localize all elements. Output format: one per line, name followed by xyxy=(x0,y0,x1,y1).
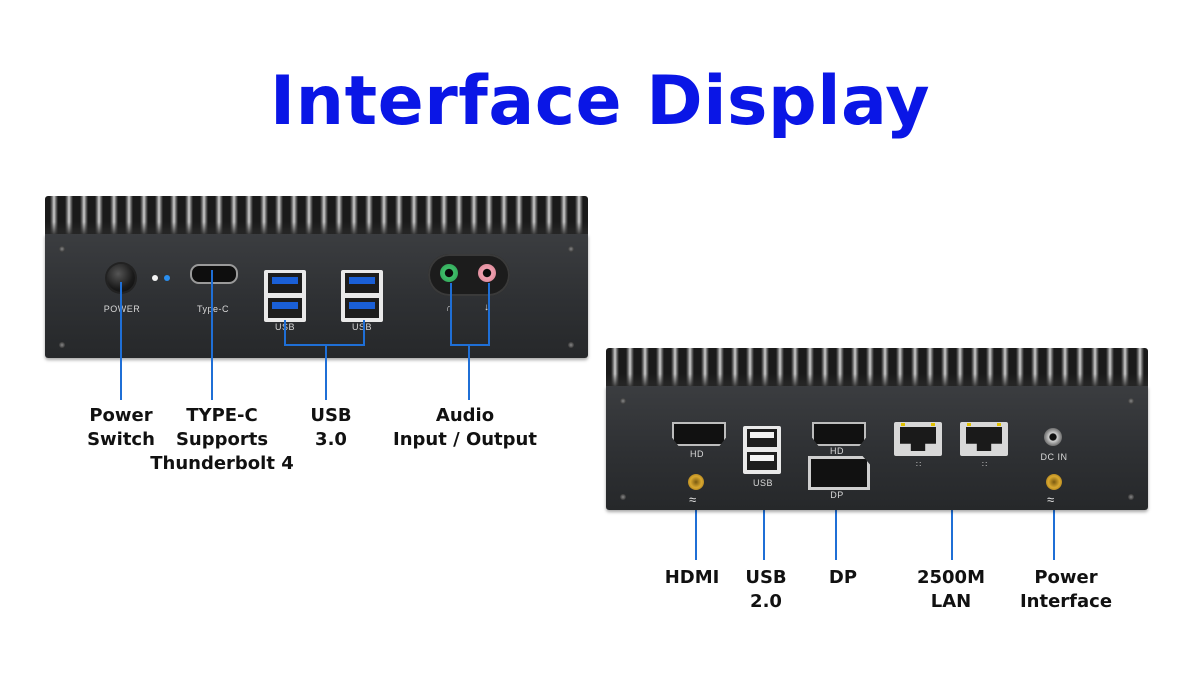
callout-lan: 2500M LAN xyxy=(916,567,985,612)
callout-power-switch: Power Switch xyxy=(87,405,155,450)
wifi-antenna-connector-right[interactable] xyxy=(1046,474,1062,490)
screw xyxy=(620,494,626,500)
microphone-icon: ↓ xyxy=(484,302,489,313)
front-faceplate: POWER Type-C USB USB ∩ ↓ xyxy=(45,234,588,358)
callout-usb2: USB 2.0 xyxy=(745,567,787,612)
screw xyxy=(59,342,65,348)
status-led-blue xyxy=(164,275,170,281)
screw xyxy=(1128,494,1134,500)
hdmi-port-1[interactable] xyxy=(672,422,726,446)
lan-port-1[interactable] xyxy=(894,422,942,456)
hdmi1-label: HD xyxy=(690,449,704,459)
wifi-antenna-icon: ≈ xyxy=(689,492,697,507)
hdmi2-label: HD xyxy=(830,446,844,456)
callout-audio: Audio Input / Output xyxy=(393,405,537,450)
status-led-white xyxy=(152,275,158,281)
usb2-label: USB xyxy=(752,478,773,488)
heatsink-fins xyxy=(45,196,588,236)
heatsink-fins xyxy=(606,348,1148,388)
usb-a-label: USB xyxy=(274,322,295,332)
usb3-port-a[interactable] xyxy=(264,270,306,322)
lan-port-2[interactable] xyxy=(960,422,1008,456)
callout-dp: DP xyxy=(828,567,858,588)
dp-label: DP xyxy=(830,490,844,500)
wifi-antenna-icon: ≈ xyxy=(1047,492,1055,507)
dc-in-jack[interactable] xyxy=(1044,428,1062,446)
wifi-antenna-connector-left[interactable] xyxy=(688,474,704,490)
callout-usb3: USB 3.0 xyxy=(310,405,352,450)
rear-panel: HD ≈ USB HD DP ∷ ∷ DC IN ≈ xyxy=(606,348,1148,510)
screw xyxy=(59,246,65,252)
displayport[interactable] xyxy=(808,456,870,490)
lan-icon: ∷ xyxy=(982,460,988,469)
front-panel: POWER Type-C USB USB ∩ ↓ xyxy=(45,196,588,358)
usb-b-label: USB xyxy=(351,322,372,332)
callout-power-interface: Power Interface xyxy=(1019,567,1113,612)
screw xyxy=(1128,398,1134,404)
lan-icon: ∷ xyxy=(916,460,922,469)
power-button[interactable] xyxy=(107,264,135,292)
page-title: Interface Display xyxy=(269,62,931,141)
power-label: POWER xyxy=(103,304,141,314)
rear-faceplate: HD ≈ USB HD DP ∷ ∷ DC IN ≈ xyxy=(606,386,1148,510)
typec-port[interactable] xyxy=(190,264,238,284)
screw xyxy=(568,246,574,252)
headphone-jack[interactable] xyxy=(440,264,458,282)
screw xyxy=(568,342,574,348)
microphone-jack[interactable] xyxy=(478,264,496,282)
callout-typec: TYPE-C Supports Thunderbolt 4 xyxy=(150,405,294,474)
hdmi-port-2[interactable] xyxy=(812,422,866,446)
usb2-port[interactable] xyxy=(743,426,781,474)
usb3-port-b[interactable] xyxy=(341,270,383,322)
headphone-icon: ∩ xyxy=(446,303,454,314)
audio-port-group xyxy=(428,254,510,296)
callout-hdmi: HDMI xyxy=(664,567,720,588)
screw xyxy=(620,398,626,404)
dcin-label: DC IN xyxy=(1040,452,1068,462)
typec-label: Type-C xyxy=(196,304,229,314)
